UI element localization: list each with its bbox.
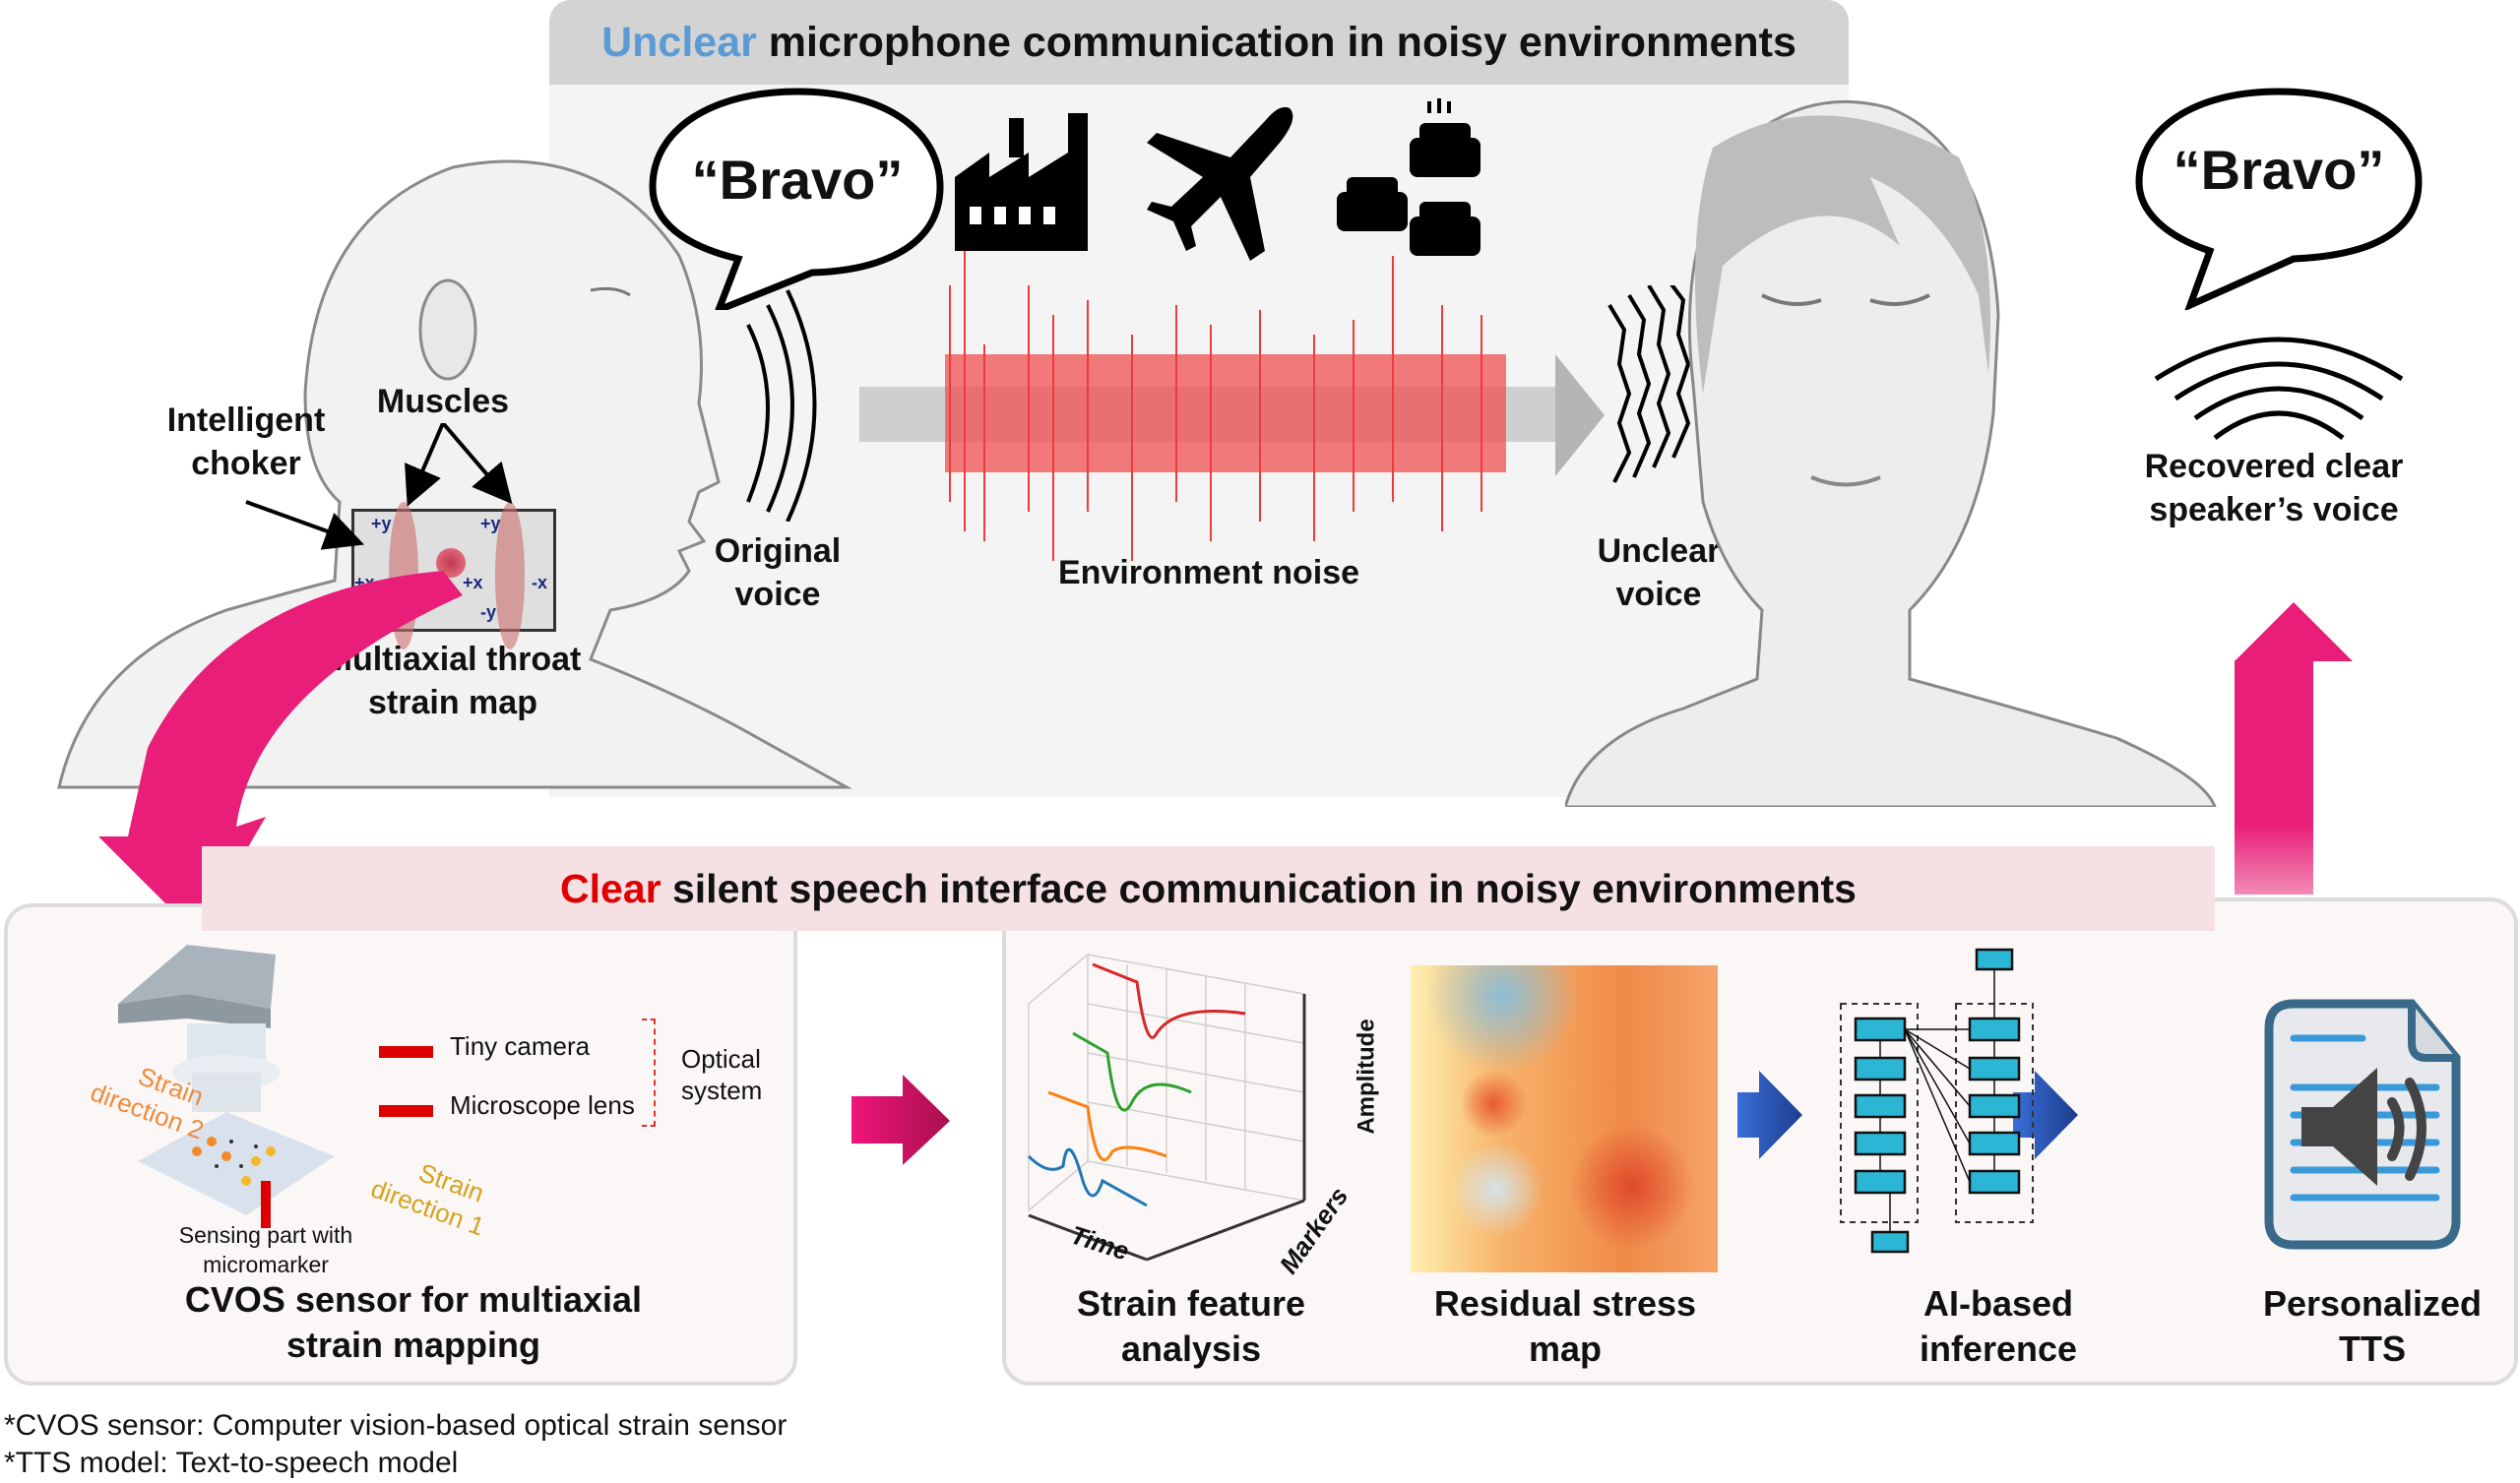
- distorted-sound-icon: [1607, 285, 1691, 483]
- sensing-part-label: Sensing part with micromarker: [178, 1222, 353, 1277]
- muscle-right: [495, 502, 525, 649]
- clear-section-title: Clear silent speech interface communicat…: [202, 846, 2215, 931]
- airplane-icon: [1147, 106, 1293, 261]
- residual-stress-heatmap: [1411, 965, 1718, 1272]
- strain-map-label: Multiaxial throat strain map: [324, 641, 582, 721]
- unclear-title-rest: microphone communication in noisy enviro…: [756, 18, 1796, 66]
- neural-network-diagram: [1840, 948, 2034, 1254]
- camera-pointer-arrow: [379, 1046, 433, 1058]
- cvos-sensor-illustration: [118, 945, 335, 1215]
- footnote-tts: *TTS model: Text-to-speech model: [4, 1447, 459, 1479]
- police-cars-icon: [1337, 98, 1480, 256]
- clear-title-highlight: Clear: [560, 865, 662, 911]
- amplitude-axis-label: Amplitude: [1353, 1019, 1380, 1135]
- strain-feature-3d-plot: [1027, 953, 1306, 1262]
- annotation-arrows: [245, 423, 513, 550]
- unclear-section-title: Unclear microphone communication in nois…: [549, 0, 1849, 85]
- curved-transition-arrow: [98, 571, 463, 935]
- environment-noise-label: Environment noise: [1058, 554, 1360, 591]
- cvos-caption: CVOS sensor for multiaxial strain mappin…: [184, 1279, 643, 1365]
- clear-sound-waves-icon: [2154, 337, 2404, 440]
- to-pipeline-arrow: [851, 1075, 950, 1165]
- unclear-voice-label: Unclear voice: [1597, 532, 1721, 613]
- speech-bubble-text-speaker: “Bravo”: [691, 149, 904, 211]
- unclear-title-highlight: Unclear: [601, 18, 757, 66]
- footnotes: *CVOS sensor: Computer vision-based opti…: [4, 1407, 787, 1482]
- speech-bubble-speaker: [649, 88, 944, 310]
- noise-waveform: [945, 246, 1506, 561]
- sensing-part-pointer-arrow: [261, 1181, 271, 1228]
- speech-bubble-text-listener: “Bravo”: [2173, 139, 2385, 201]
- recovery-arrow-head: [2235, 602, 2353, 661]
- original-voice-label: Original voice: [714, 532, 842, 613]
- factory-icon: [955, 113, 1088, 251]
- to-tts-arrow: [2013, 1071, 2078, 1159]
- tiny-camera-label: Tiny camera: [450, 1031, 591, 1061]
- intelligent-choker-label: Intelligent choker: [166, 402, 326, 482]
- sound-waves-icon: [746, 289, 817, 522]
- speech-bubble-listener: [2135, 88, 2423, 310]
- muscles-label: Muscles: [376, 383, 510, 420]
- clear-title-rest: silent speech interface communication in…: [661, 865, 1857, 911]
- to-inference-arrow: [1737, 1071, 1802, 1159]
- tts-document-speaker-icon: [2264, 999, 2461, 1250]
- lens-pointer-arrow: [379, 1105, 433, 1117]
- footnote-cvos: *CVOS sensor: Computer vision-based opti…: [4, 1409, 788, 1442]
- optical-system-label: Optical system: [681, 1044, 763, 1105]
- listener-face-illustration: [1565, 99, 2217, 807]
- optical-system-bracket: [642, 1019, 656, 1127]
- recovery-arrow-shaft: [2235, 660, 2313, 895]
- microscope-lens-label: Microscope lens: [450, 1090, 635, 1120]
- signal-arrow-head: [1555, 354, 1605, 476]
- recovered-voice-label: Recovered clear speaker’s voice: [2144, 448, 2404, 528]
- cvos-sensor-panel: [4, 903, 797, 1386]
